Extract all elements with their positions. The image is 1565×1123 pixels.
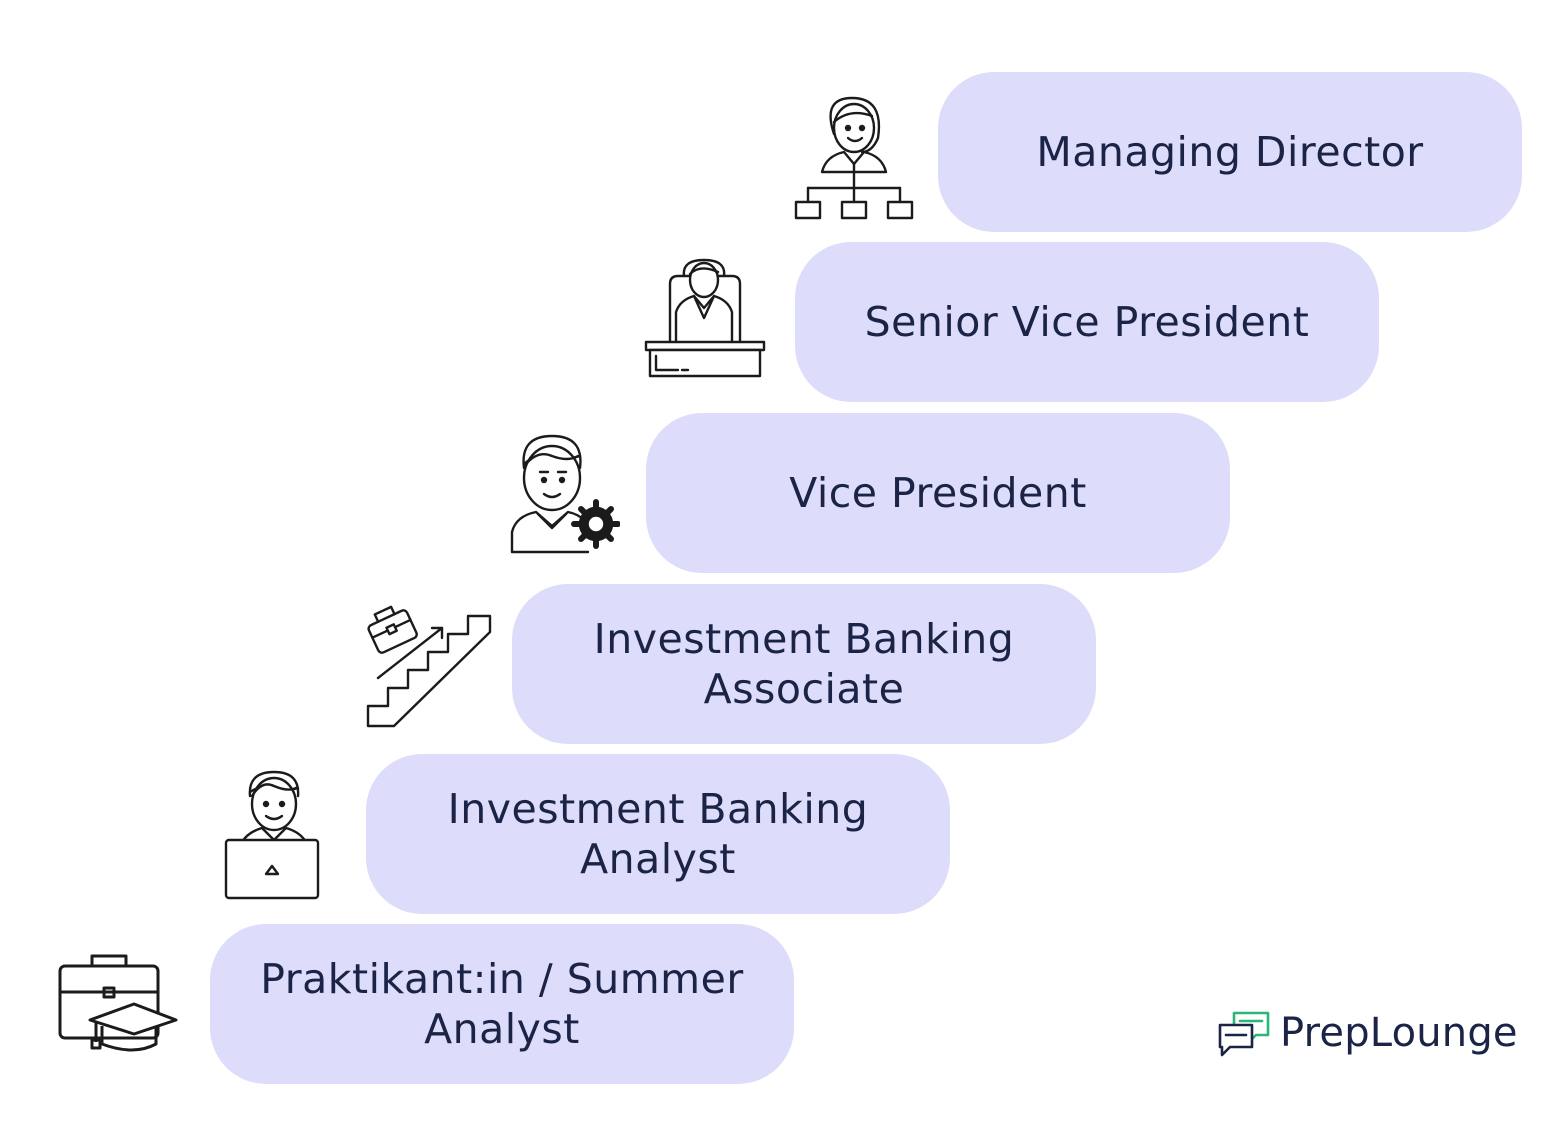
step-managing-director: Managing Director [938, 72, 1522, 232]
man-gear-icon [508, 432, 620, 556]
step-vice-president: Vice President [646, 413, 1230, 573]
executive-desk-icon [644, 256, 766, 380]
analyst-laptop-icon [222, 766, 326, 902]
step-label-summer-analyst: Praktikant:in / Summer Analyst [260, 955, 744, 1053]
step-ib-associate: Investment Banking Associate [512, 584, 1096, 744]
step-label-ib-associate: Investment Banking Associate [593, 615, 1015, 713]
step-senior-vice-president: Senior Vice President [795, 242, 1379, 402]
step-summer-analyst: Praktikant:in / Summer Analyst [210, 924, 794, 1084]
step-label-vice-president: Vice President [789, 469, 1087, 517]
briefcase-graduation-cap-icon [56, 950, 180, 1058]
preplounge-logo: PrepLounge [1216, 1006, 1526, 1060]
step-label-managing-director: Managing Director [1036, 128, 1424, 176]
director-org-chart-icon [792, 94, 916, 222]
step-label-ib-analyst: Investment Banking Analyst [447, 785, 869, 883]
chat-bubbles-icon [1216, 1009, 1272, 1057]
step-ib-analyst: Investment Banking Analyst [366, 754, 950, 914]
career-stairs-icon [362, 598, 494, 730]
step-label-senior-vice-president: Senior Vice President [864, 298, 1310, 346]
logo-text: PrepLounge [1280, 1010, 1518, 1056]
